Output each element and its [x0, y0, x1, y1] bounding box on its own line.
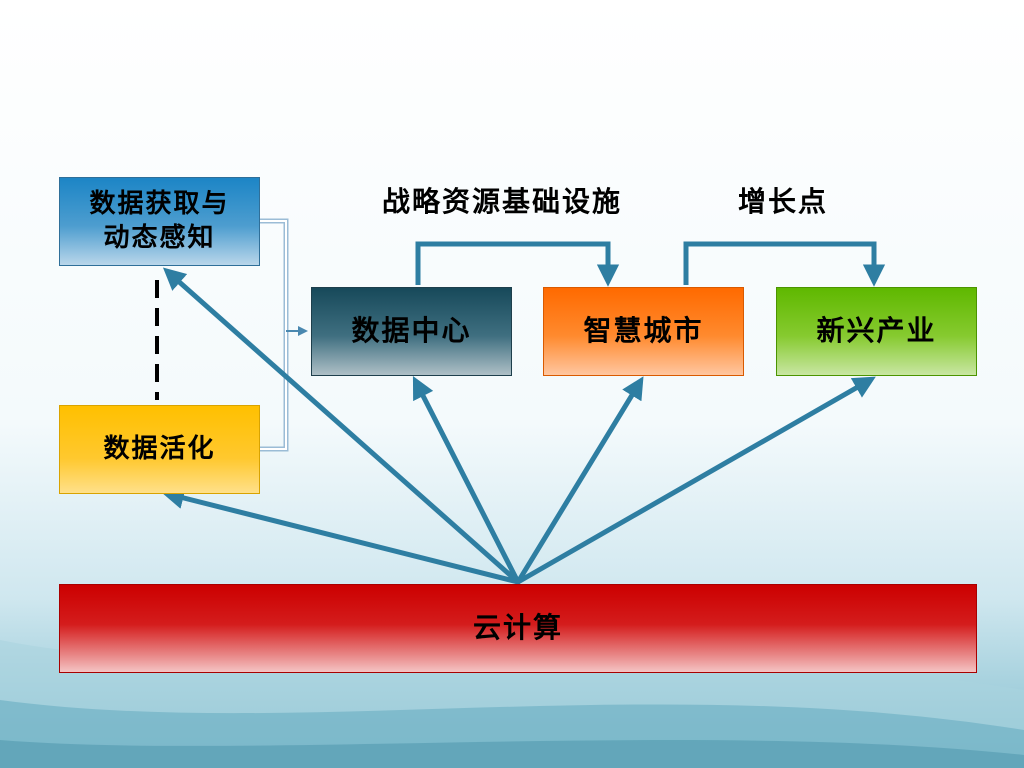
label-strategic-infrastructure: 战略资源基础设施	[382, 185, 623, 218]
box-smart-city: 智慧城市	[543, 287, 744, 376]
box-data-center: 数据中心	[311, 287, 512, 376]
box-data-center-label: 数据中心	[351, 314, 472, 348]
box-emerging-industry-label: 新兴产业	[816, 314, 937, 348]
box-data-activation-label: 数据活化	[103, 433, 216, 464]
label-growth-point: 增长点	[738, 185, 829, 218]
box-smart-city-label: 智慧城市	[583, 314, 704, 348]
box-cloud-computing-label: 云计算	[472, 611, 563, 645]
box-data-acquisition-label: 数据获取与 动态感知	[89, 188, 230, 253]
box-data-acquisition: 数据获取与 动态感知	[59, 177, 260, 266]
box-cloud-computing: 云计算	[59, 584, 977, 673]
box-emerging-industry: 新兴产业	[776, 287, 977, 376]
box-data-activation: 数据活化	[59, 405, 260, 494]
